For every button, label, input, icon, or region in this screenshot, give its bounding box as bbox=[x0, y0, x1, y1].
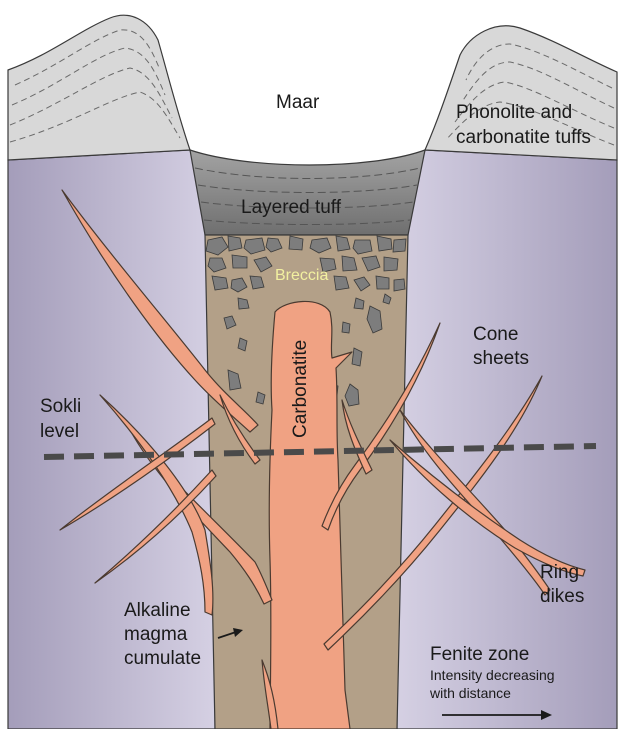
layered-tuff bbox=[190, 150, 425, 235]
label-layered-tuff: Layered tuff bbox=[241, 197, 342, 218]
label-cone-sheets-line2: sheets bbox=[473, 348, 529, 369]
label-fenite-sub1: Intensity decreasing bbox=[430, 667, 555, 683]
label-fenite-sub2: with distance bbox=[429, 685, 511, 701]
label-alkaline-line2: magma bbox=[124, 624, 188, 645]
label-sokli-line2: level bbox=[40, 421, 79, 442]
label-breccia: Breccia bbox=[275, 267, 328, 284]
label-phonolite-line1: Phonolite and bbox=[456, 102, 572, 123]
label-sokli-line1: Sokli bbox=[40, 396, 81, 417]
label-maar: Maar bbox=[276, 92, 320, 113]
label-fenite-title: Fenite zone bbox=[430, 644, 529, 665]
label-cone-sheets-line1: Cone bbox=[473, 324, 518, 345]
label-phonolite-line2: carbonatite tuffs bbox=[456, 127, 591, 148]
label-carbonatite: Carbonatite bbox=[290, 340, 311, 438]
label-ring-dikes-line1: Ring bbox=[540, 562, 579, 583]
tuff-mountain-left bbox=[8, 15, 190, 160]
label-ring-dikes-line2: dikes bbox=[540, 586, 584, 607]
label-alkaline-line1: Alkaline bbox=[124, 600, 191, 621]
label-alkaline-line3: cumulate bbox=[124, 648, 201, 669]
